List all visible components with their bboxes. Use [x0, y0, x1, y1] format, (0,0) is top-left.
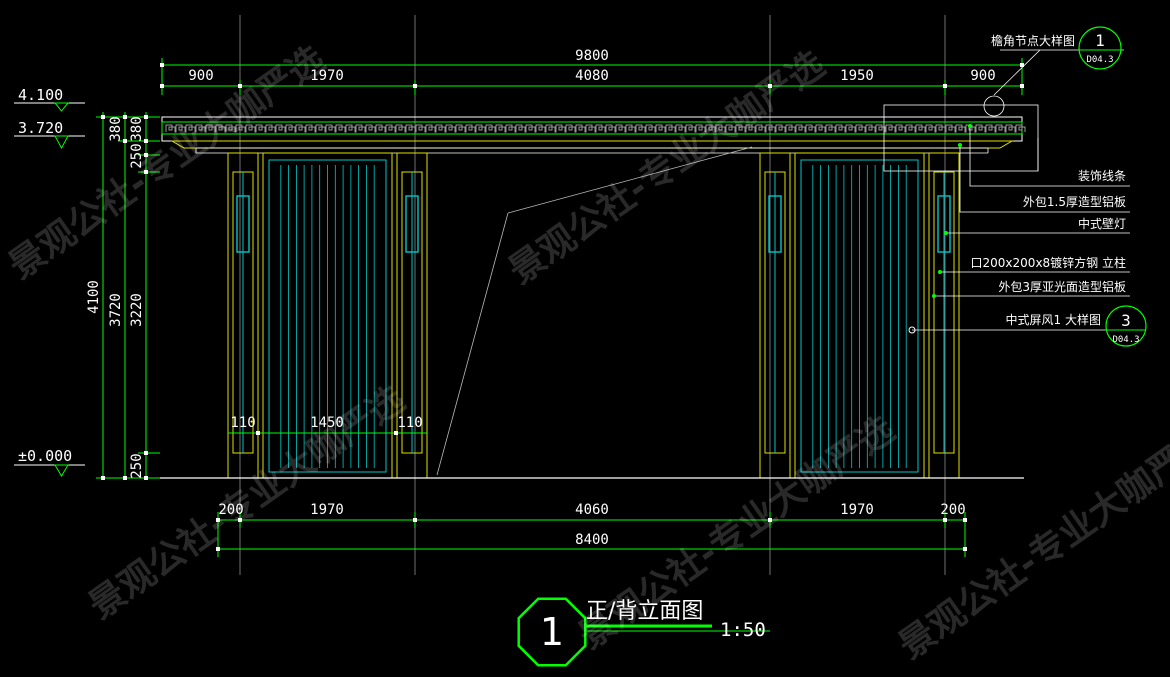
dim-bottom-seg-1: 200 [218, 502, 243, 518]
callout-screen-detail: 中式屏风1 大样图 [1006, 312, 1101, 327]
level-ground: ±0.000 [18, 447, 72, 465]
wall-lamp [405, 195, 419, 253]
dim-top-seg-2: 1970 [310, 68, 344, 84]
callouts: 1 D04.3 3 D04.3 檐角节点大样图 装饰线条 外包1.5厚造型铝板 … [883, 26, 1147, 347]
dim-panel-margin-right: 110 [397, 415, 422, 431]
dim-bottom-seg-4: 1970 [840, 502, 874, 518]
wall-lamp [937, 195, 951, 253]
ref-bubble-sheet: D04.3 [1086, 55, 1113, 65]
left-screen-structure [227, 152, 428, 479]
dim-panel-margin-left: 110 [230, 415, 255, 431]
dim-bottom-seg-3: 4060 [575, 502, 609, 518]
dim-top-seg-3: 4080 [575, 68, 609, 84]
top-dimensions: 9800 900 1970 4080 1950 900 [160, 48, 1024, 95]
callout-matte-aluminum: 外包3厚亚光面造型铝板 [998, 279, 1126, 294]
watermark: 景观公社-专业大咖严选 [502, 44, 833, 293]
callout-steel-column: 口200x200x8镀锌方钢 立柱 [971, 255, 1126, 270]
callout-eave-detail: 檐角节点大样图 [991, 33, 1075, 48]
roof-canopy [161, 116, 1026, 154]
level-second: 3.720 [18, 119, 63, 137]
left-dimensions: 4100 380 3720 380 250 3220 250 [86, 112, 160, 480]
watermarks: 景观公社-专业大咖严选 景观公社-专业大咖严选 景观公社-专业大咖严选 景观公社… [2, 39, 1170, 668]
dim-top-overall: 9800 [575, 48, 609, 64]
dim-left-outer-2: 3720 [108, 293, 124, 327]
dim-top-seg-5: 900 [970, 68, 995, 84]
watermark: 景观公社-专业大咖严选 [2, 39, 333, 288]
opening-perspective [436, 146, 753, 476]
title-name: 正/背立面图 [586, 599, 703, 624]
wall-lamp [236, 195, 250, 253]
wall-lamp [768, 195, 782, 253]
dim-bottom-overall: 8400 [575, 532, 609, 548]
title-symbol [517, 597, 587, 667]
title-number: 1 [540, 610, 564, 654]
dim-top-seg-4: 1950 [840, 68, 874, 84]
dim-left-inner-4: 250 [129, 453, 145, 478]
dim-panel-width: 1450 [310, 415, 344, 431]
dim-top-seg-1: 900 [188, 68, 213, 84]
dim-bottom-seg-5: 200 [940, 502, 965, 518]
title-scale: 1:50 [720, 619, 766, 641]
ref-bubble-number: 1 [1095, 31, 1105, 50]
watermark: 景观公社-专业大咖严选 [892, 419, 1170, 668]
level-markers: 4.100 3.720 ±0.000 [14, 86, 85, 477]
drawing-title: 1 正/背立面图 1:50 [517, 597, 770, 667]
bottom-dimensions: 200 1970 4060 1970 200 8400 [216, 502, 967, 557]
dim-left-outer-1: 380 [108, 116, 124, 141]
callout-aluminum-panel: 外包1.5厚造型铝板 [1023, 194, 1126, 209]
dim-bottom-seg-2: 1970 [310, 502, 344, 518]
level-top: 4.100 [18, 86, 63, 104]
panel-dimension: 110 1450 110 [228, 415, 427, 435]
dim-left-total: 4100 [86, 280, 102, 314]
dim-left-inner-2: 250 [129, 143, 145, 168]
callout-wall-lamp: 中式壁灯 [1078, 216, 1126, 231]
ref-bubble-number: 3 [1121, 311, 1131, 330]
ref-bubble-sheet: D04.3 [1112, 335, 1139, 345]
extension-lines [239, 15, 946, 575]
callout-decorative-line: 装饰线条 [1078, 169, 1126, 183]
dim-left-inner-1: 380 [129, 116, 145, 141]
dim-left-inner-3: 3220 [129, 293, 145, 327]
